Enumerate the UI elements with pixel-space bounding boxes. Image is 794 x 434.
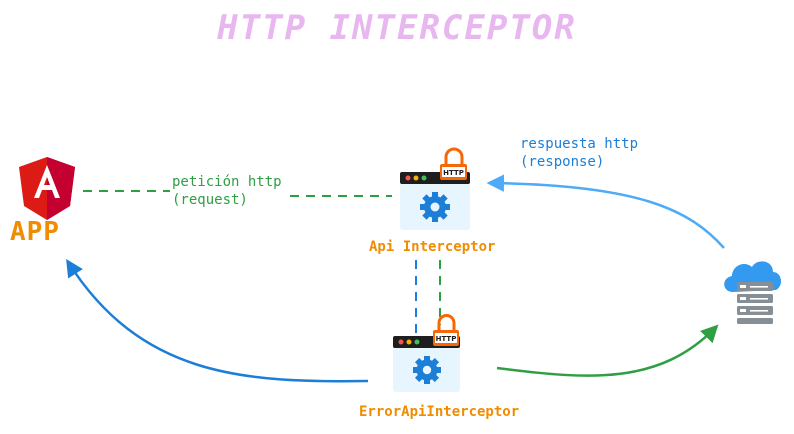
api-padlock-icon: HTTP [440,147,467,180]
angular-logo-icon [19,157,75,220]
app-label: APP [10,217,60,247]
diagram-title: HTTP INTERCEPTOR [217,8,577,48]
request-label-line2: (request) [172,192,248,208]
request-dashed-line [83,190,392,197]
error-to-app-arrow [66,259,369,383]
error-to-server-arrow [496,324,719,377]
response-label-line1: respuesta http [520,136,639,152]
request-label-line1: petición http [172,174,282,190]
error-interceptor-window-icon [393,336,460,392]
error-padlock-icon: HTTP [433,314,459,346]
api-http-badge: HTTP [443,169,464,177]
interceptor-connectors [415,260,441,335]
api-interceptor-window-icon [400,172,470,230]
cloud-server-icon [724,261,782,324]
response-label-line2: (response) [520,154,605,170]
error-interceptor-label: ErrorApiInterceptor [359,404,520,420]
response-arrow [486,174,725,249]
api-interceptor-label: Api Interceptor [369,239,496,255]
error-http-badge: HTTP [436,335,457,343]
